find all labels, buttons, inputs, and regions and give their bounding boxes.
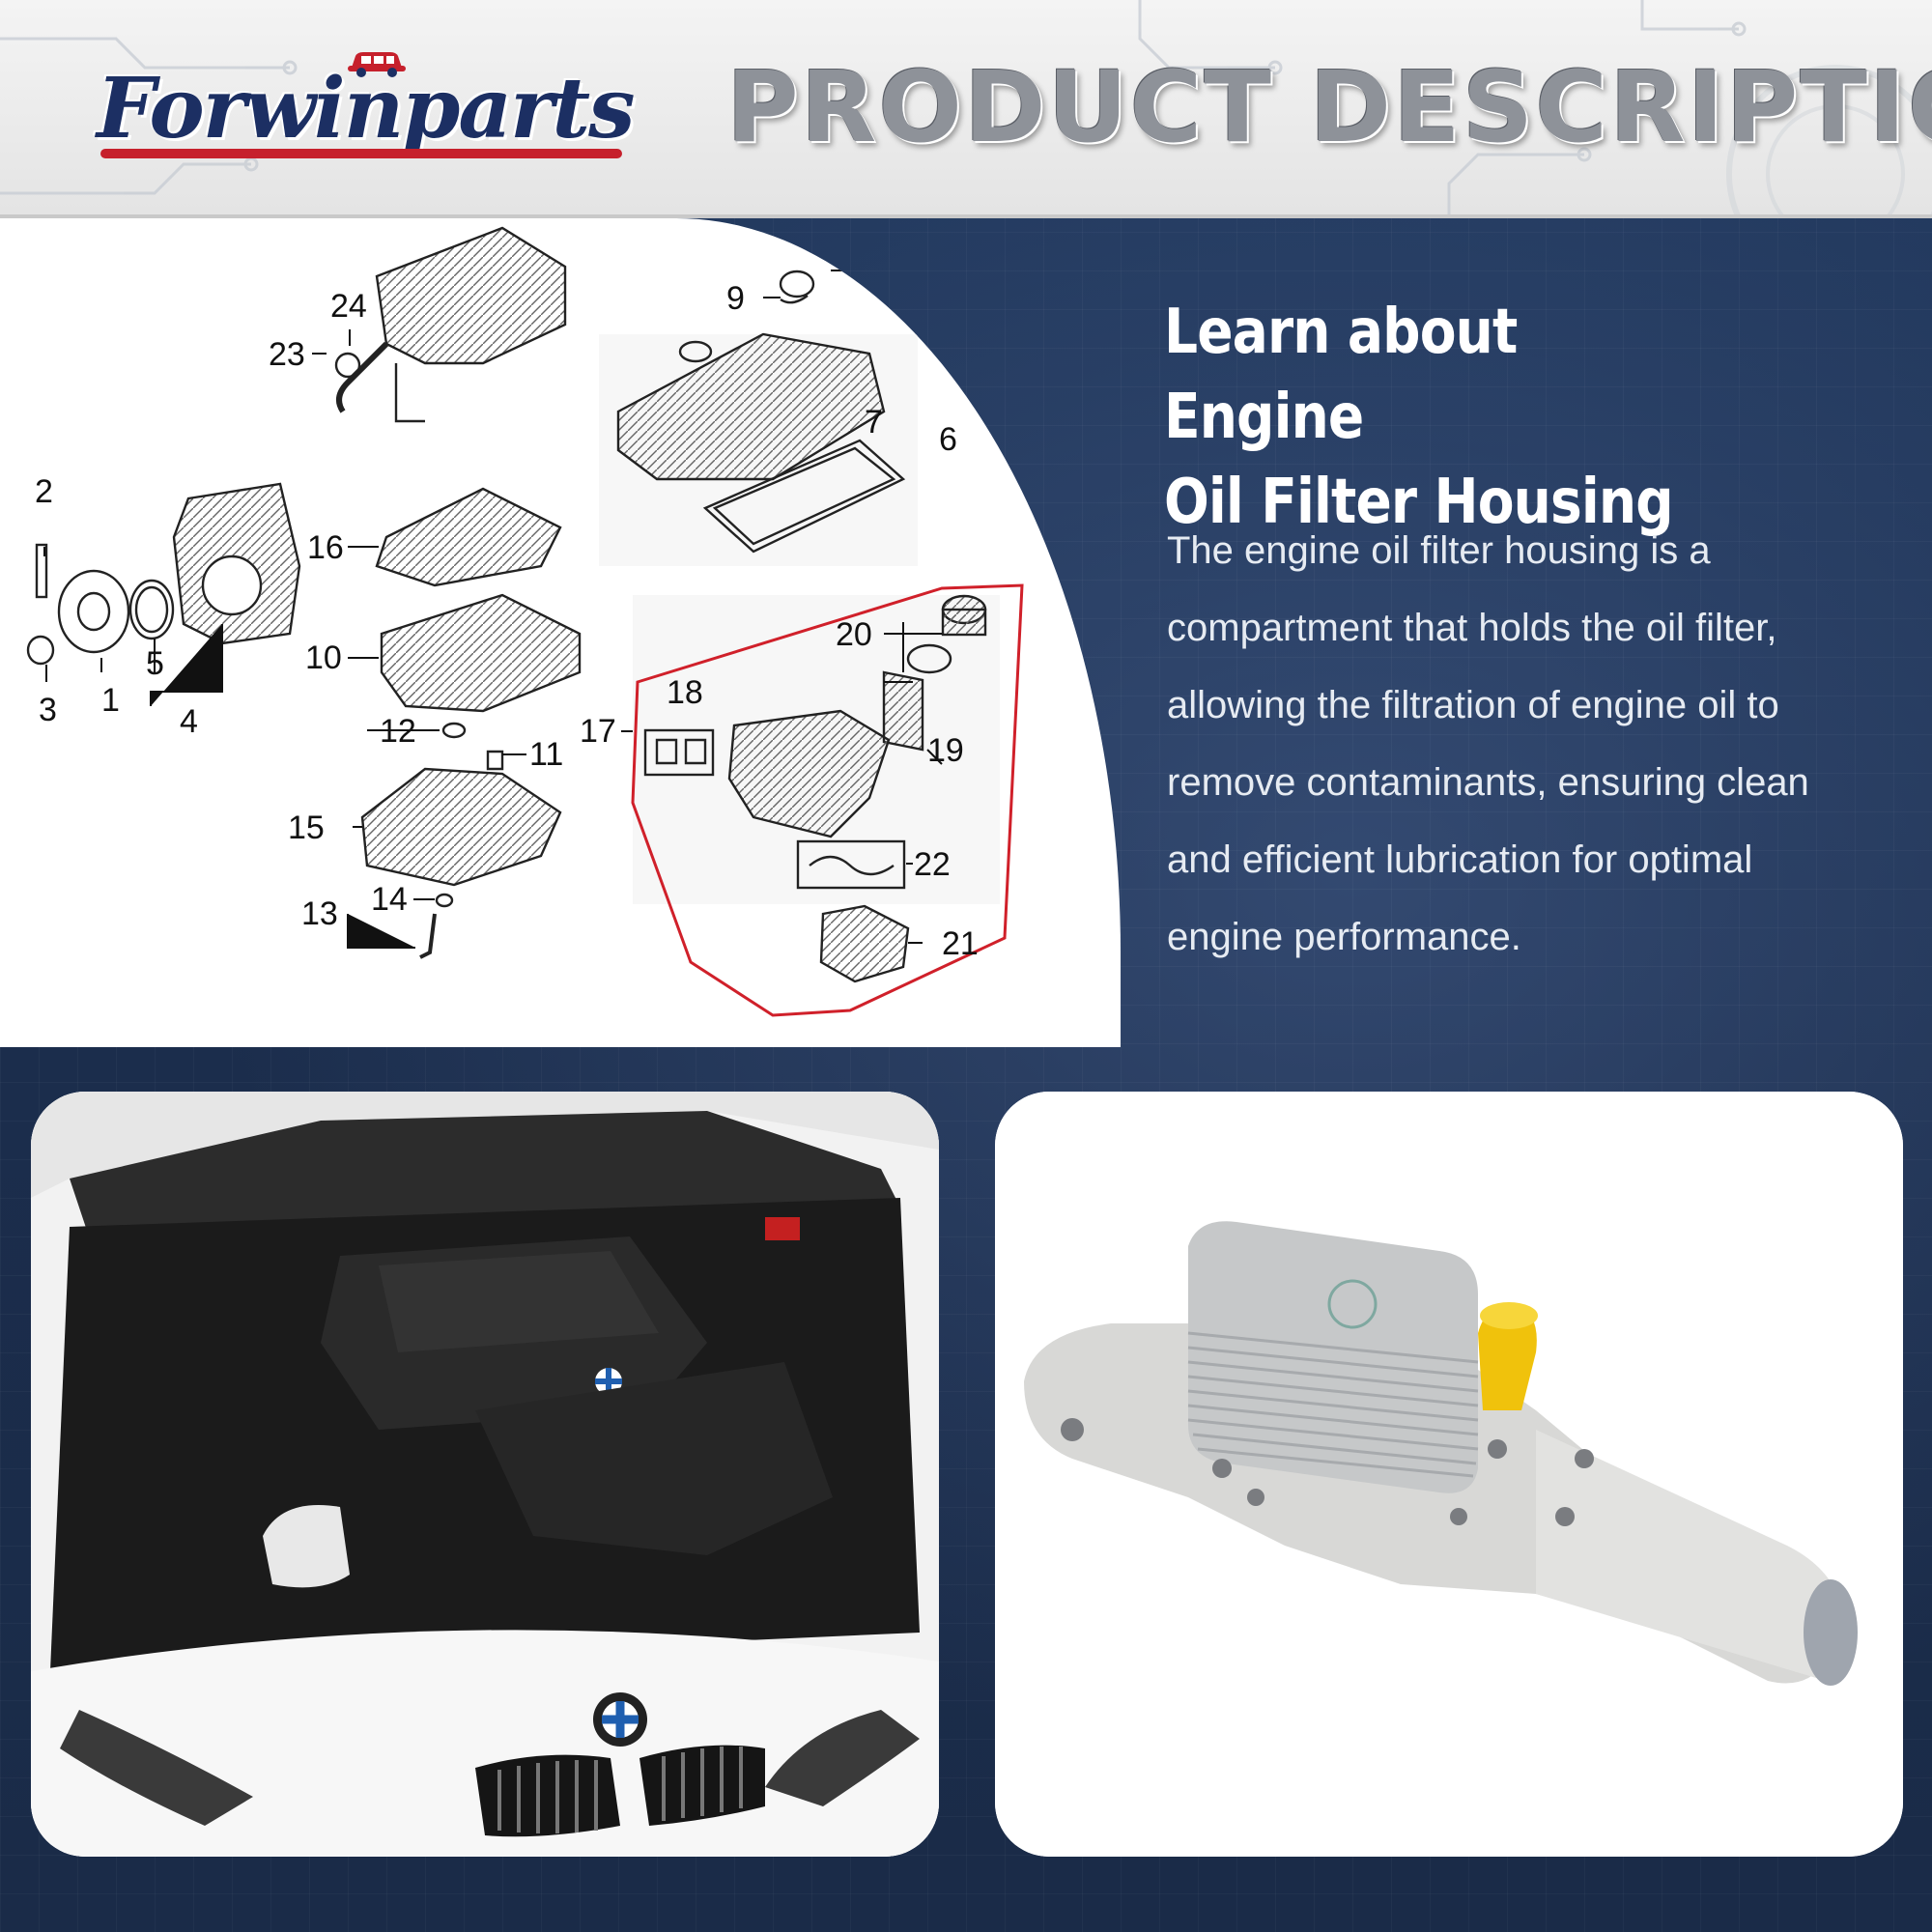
oil-filter-housing-illustration: [995, 1092, 1903, 1857]
label-2: 2: [35, 473, 53, 510]
header-banner: Forwinparts PRODUCT DESCRIPTION: [0, 0, 1932, 218]
logo-underline: [100, 149, 622, 158]
pulley-seal-bolt-drawing: [26, 543, 175, 666]
valve-cover-drawing: [599, 270, 918, 566]
label-13: 13: [301, 895, 338, 932]
lower-pan-drawing: [360, 767, 562, 887]
car-engine-illustration: [31, 1092, 939, 1857]
exploded-parts-diagram: 1 2 3 4 5 6 7 8 9 10 11 12 13 14 15 16 1…: [26, 226, 1024, 1017]
oil-filter-housing-photo: [995, 1092, 1903, 1857]
page-title: PRODUCT DESCRIPTION: [726, 50, 1932, 165]
label-7: 7: [865, 404, 883, 440]
info-title-line-2: Oil Filter Housing: [1164, 467, 1674, 538]
label-24: 24: [330, 288, 367, 325]
intake-manifold-drawing: [334, 226, 567, 423]
circuit-decoration: [0, 0, 1932, 214]
label-6: 6: [939, 421, 957, 458]
label-9: 9: [726, 280, 745, 317]
label-4: 4: [180, 703, 198, 740]
label-12: 12: [380, 713, 416, 750]
parts-diagram-panel: 1 2 3 4 5 6 7 8 9 10 11 12 13 14 15 16 1…: [0, 218, 1121, 1047]
label-15: 15: [288, 810, 325, 846]
info-title-line-1: Learn about Engine: [1164, 297, 1518, 453]
info-title: Learn about Engine Oil Filter Housing: [1164, 290, 1729, 545]
oil-pan-drawing: [380, 593, 582, 713]
label-5: 5: [146, 645, 164, 682]
label-20: 20: [836, 616, 872, 653]
label-18: 18: [667, 674, 703, 711]
forwinparts-logo: Forwinparts: [97, 52, 636, 166]
label-3: 3: [39, 692, 57, 728]
oil-filter-housing-group-drawing: [633, 594, 1000, 983]
timing-cover-drawing: [172, 482, 301, 645]
label-8: 8: [860, 253, 878, 290]
label-21: 21: [942, 925, 979, 962]
label-11: 11: [529, 736, 563, 773]
label-1: 1: [101, 682, 120, 719]
info-body-text: The engine oil filter housing is a compa…: [1167, 529, 1809, 958]
label-19: 19: [927, 732, 964, 769]
brand-name: Forwinparts: [97, 60, 636, 157]
label-22: 22: [914, 846, 951, 883]
label-14: 14: [371, 881, 408, 918]
label-10: 10: [305, 639, 342, 676]
car-icon: [348, 52, 406, 77]
label-17: 17: [580, 713, 616, 750]
label-23: 23: [269, 336, 305, 373]
label-16: 16: [307, 529, 344, 566]
engine-bay-photo: [31, 1092, 939, 1857]
highlight-outline: [631, 583, 1024, 1017]
baffle-drawing: [375, 487, 562, 587]
